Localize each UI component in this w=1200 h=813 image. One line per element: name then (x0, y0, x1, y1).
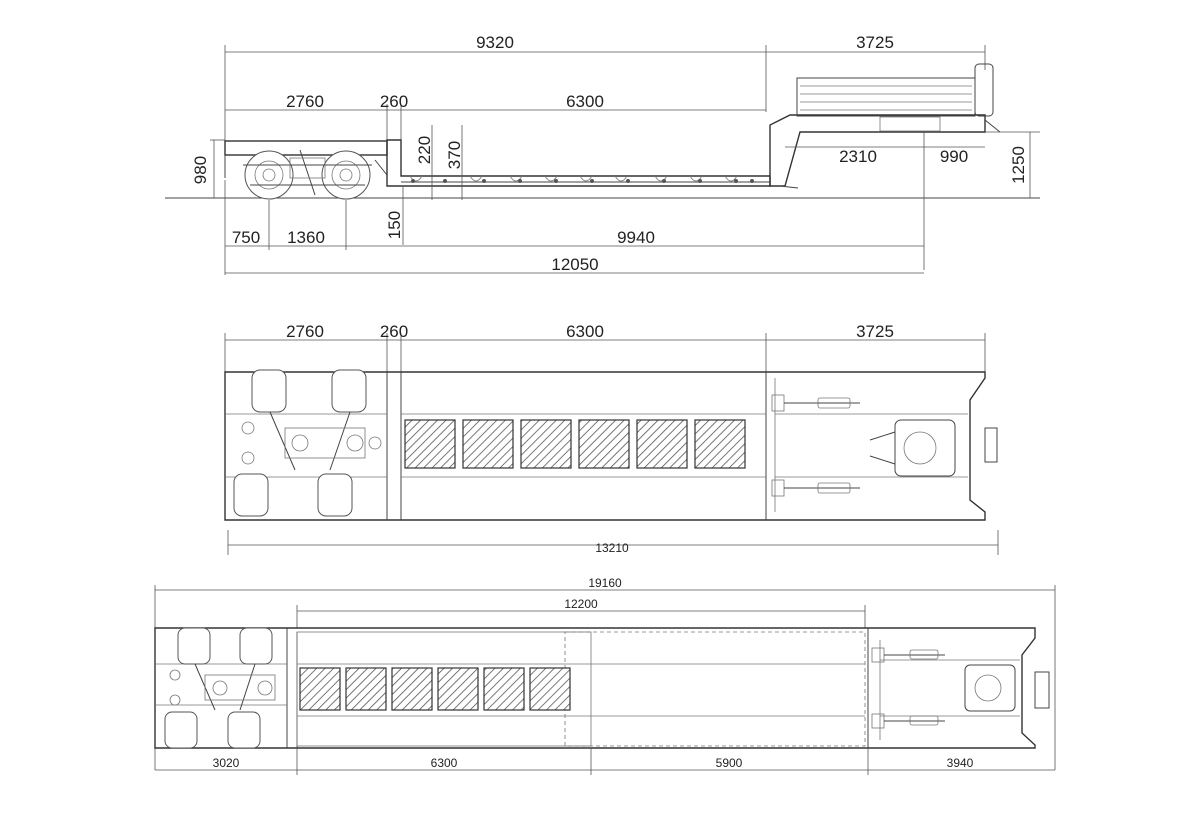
dim-side-axle-spacing: 1360 (287, 228, 325, 247)
dim-top-well: 6300 (566, 322, 604, 341)
dim-side-well: 6300 (566, 92, 604, 111)
dim-side-front: 990 (940, 147, 968, 166)
dim-top-step: 260 (380, 322, 408, 341)
wheel-side-1 (244, 150, 294, 200)
dim-side-bottom: 750 1360 9940 12050 (224, 180, 924, 275)
ext-panel-5 (483, 667, 525, 711)
gooseneck-side (769, 63, 1001, 189)
dim-ext-bottom: 3020 6300 5900 3940 (155, 748, 1055, 775)
ext-panel-3 (391, 667, 433, 711)
dim-ext-front: 3940 (947, 756, 974, 770)
gooseneck-extended-details (871, 647, 1016, 729)
ext-outline (154, 627, 1036, 749)
dim-side-right: 2310 990 1250 (785, 131, 1040, 270)
gooseneck-top-details (771, 394, 956, 497)
top-outline (224, 371, 986, 521)
ext-panel-4 (437, 667, 479, 711)
dim-side-step: 260 (380, 92, 408, 111)
rear-wheels-top (233, 369, 382, 517)
ext-panel-1 (299, 667, 341, 711)
dim-ext-fixed: 6300 (431, 756, 458, 770)
dim-ext-top: 19160 12200 (154, 576, 1056, 770)
dim-side-heights: 980 220 370 150 (191, 125, 464, 245)
dim-side-height-1250: 1250 (1009, 146, 1028, 184)
dim-side-clearance: 150 (385, 211, 404, 239)
dim-top-rear: 2760 (286, 322, 324, 341)
deck-panel-1 (404, 419, 456, 469)
rear-bogie-side (243, 149, 388, 200)
dim-side-kingpin: 2310 (839, 147, 877, 166)
top-view: 2760 260 6300 3725 (224, 322, 999, 555)
dim-side-h220: 220 (415, 136, 434, 164)
wheel-side-2 (321, 150, 371, 200)
deck-panel-6 (694, 419, 746, 469)
dim-side-overhang: 750 (232, 228, 260, 247)
dim-top-overall-label: 13210 (595, 541, 629, 555)
dim-side-height-980: 980 (191, 156, 210, 184)
dim-ext-overall: 19160 (588, 576, 622, 590)
side-view: 9320 3725 2760 260 6300 (165, 33, 1040, 275)
dim-ext-bed: 12200 (564, 597, 598, 611)
deck-panel-4 (578, 419, 630, 469)
deck-panel-2 (462, 419, 514, 469)
dim-side-total-deck: 9320 (476, 33, 514, 52)
dim-ext-extension: 5900 (716, 756, 743, 770)
rear-wheels-extended (164, 627, 276, 749)
dim-row-top: 9320 3725 (224, 33, 986, 150)
dim-side-gooseneck: 3725 (856, 33, 894, 52)
dim-top-row: 2760 260 6300 3725 (224, 322, 986, 372)
dim-ext-rear: 3020 (213, 756, 240, 770)
dim-top-gooseneck: 3725 (856, 322, 894, 341)
dim-side-h370: 370 (445, 141, 464, 169)
dim-top-overall: 13210 (227, 530, 999, 555)
deck-panel-3 (520, 419, 572, 469)
deck-panel-5 (636, 419, 688, 469)
ext-panel-6 (529, 667, 571, 711)
deck-panels-top (404, 419, 746, 469)
deck-panels-extended (299, 667, 571, 711)
dim-side-rear: 2760 (286, 92, 324, 111)
ext-panel-2 (345, 667, 387, 711)
dim-side-overall: 12050 (551, 255, 598, 274)
dim-side-wheelbase: 9940 (617, 228, 655, 247)
extended-view: 19160 12200 (154, 576, 1056, 775)
